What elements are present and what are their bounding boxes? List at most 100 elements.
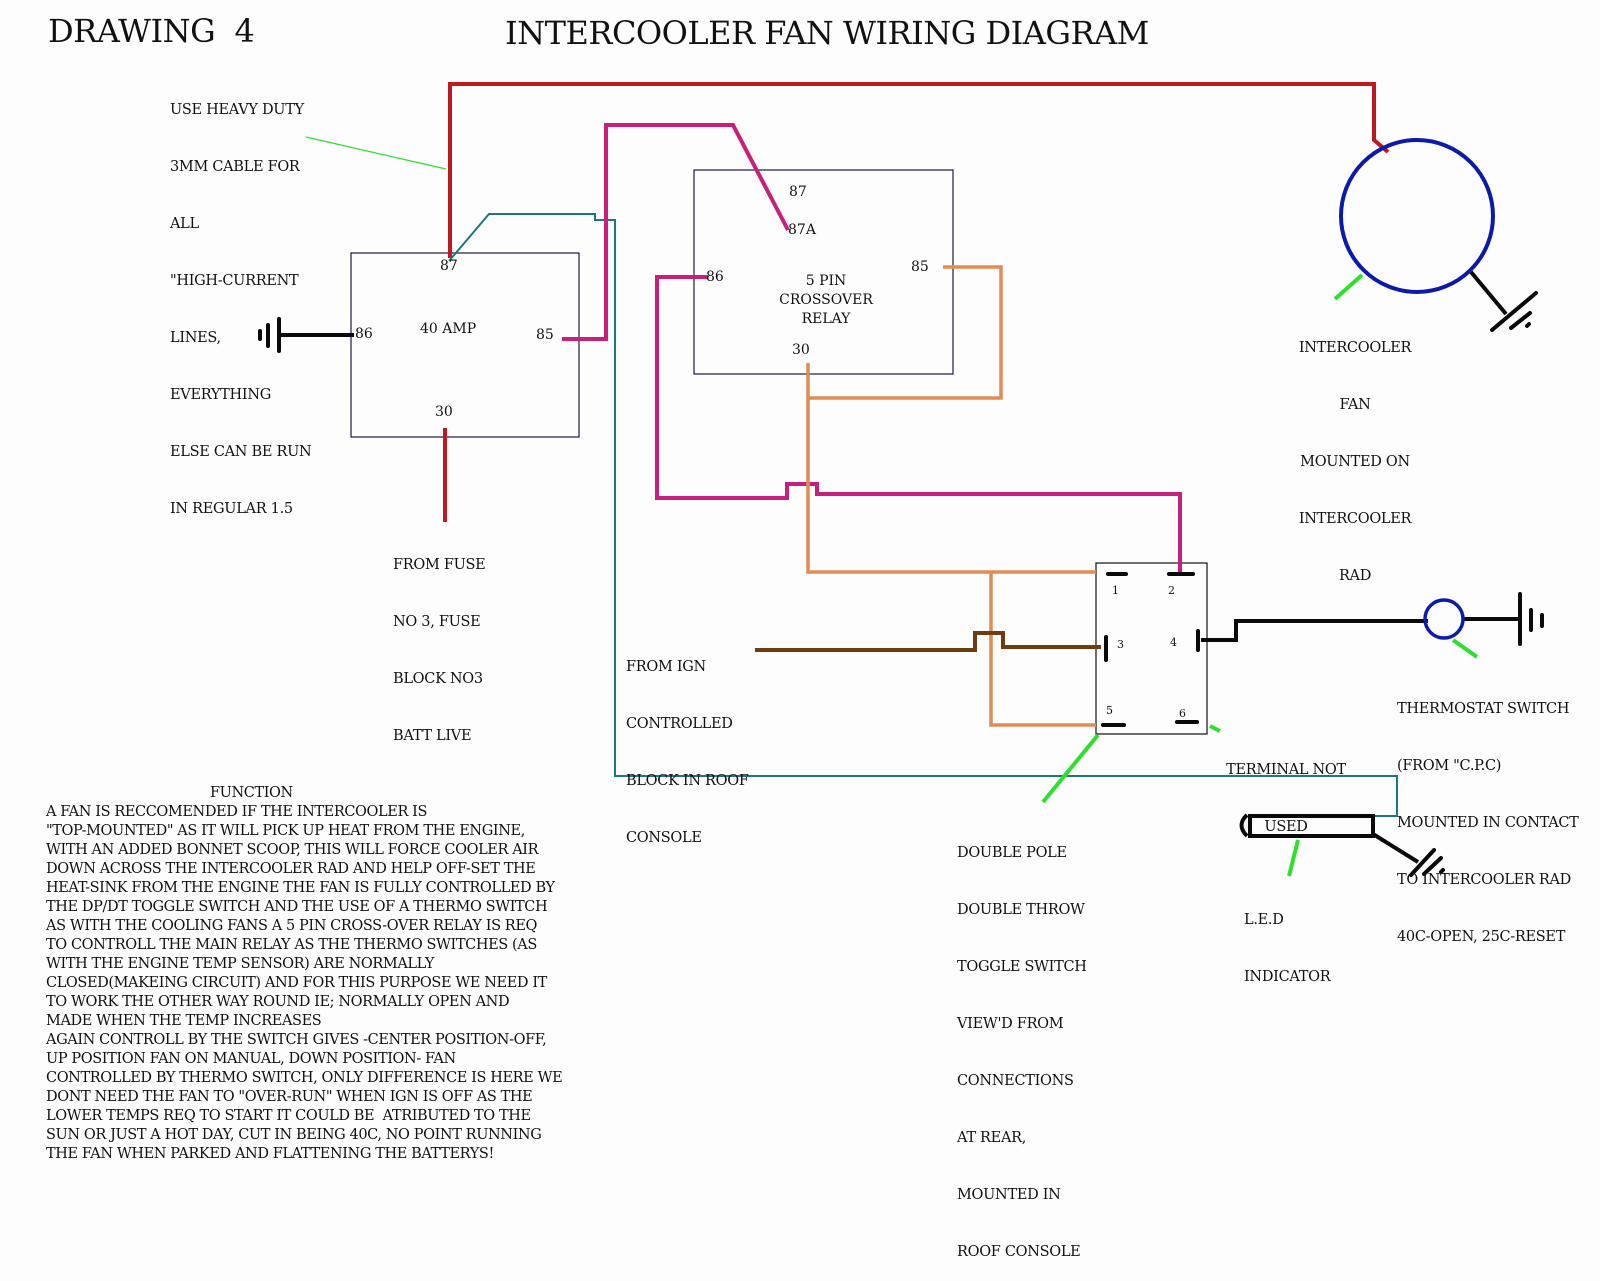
crossover-pin-30: 30 — [792, 342, 810, 358]
function-line: AS WITH THE COOLING FANS A 5 PIN CROSS-O… — [46, 918, 537, 934]
label-line: FROM FUSE — [393, 557, 486, 573]
wire-86-to-switch2 — [655, 275, 1182, 574]
note-line: ALL — [170, 216, 199, 232]
main-relay-name: 40 AMP — [420, 321, 477, 337]
crossover-pin-86: 86 — [706, 269, 724, 285]
label-line: RAD — [1338, 568, 1372, 584]
function-line: TO CONTROLL THE MAIN RELAY AS THE THERMO… — [46, 937, 537, 953]
pointer-unused-terminal — [1209, 724, 1221, 733]
crossover-relay-box — [693, 169, 954, 375]
pointer-fan — [1333, 273, 1364, 301]
function-line: DONT NEED THE FAN TO "OVER-RUN" WHEN IGN… — [46, 1089, 533, 1105]
label-line: CROSSOVER — [779, 292, 873, 308]
page-title: INTERCOOLER FAN WIRING DIAGRAM — [505, 14, 1149, 52]
drawing-number: DRAWING 4 — [48, 12, 255, 50]
note-line: EVERYTHING — [170, 387, 271, 403]
wire-fan-supply — [448, 82, 1390, 258]
function-line: SUN OR JUST A HOT DAY, CUT IN BEING 40C,… — [46, 1127, 542, 1143]
label-line: AT REAR, — [957, 1130, 1027, 1146]
label-line: MOUNTED IN CONTACT — [1397, 815, 1579, 831]
label-line: (FROM "C.P.C) — [1397, 758, 1502, 774]
led-lens-icon — [1239, 813, 1249, 838]
note-line: "HIGH-CURRENT — [170, 273, 299, 289]
switch-terminal-6: 6 — [1179, 707, 1186, 720]
label-line: INTERCOOLER — [1298, 511, 1412, 527]
ground-symbol-thermostat-icon — [1518, 592, 1544, 646]
note-line: 3MM CABLE FOR — [170, 159, 300, 175]
wire-fan-ground — [1469, 270, 1508, 316]
wire-main85-to-87a — [562, 123, 790, 341]
wire-30-to-switch1 — [806, 363, 1096, 574]
function-line: UP POSITION FAN ON MANUAL, DOWN POSITION… — [46, 1051, 456, 1067]
main-relay-box — [350, 252, 580, 438]
label-line: DOUBLE POLE — [957, 845, 1067, 861]
label-line: FROM IGN — [626, 659, 706, 675]
label-line: 5 PIN — [805, 273, 847, 289]
fan-label: INTERCOOLER FAN MOUNTED ON INTERCOOLER R… — [1290, 301, 1420, 605]
function-line: "TOP-MOUNTED" AS IT WILL PICK UP HEAT FR… — [46, 823, 525, 839]
crossover-pin-87: 87 — [789, 184, 807, 200]
fuse-supply-label: FROM FUSE NO 3, FUSE BLOCK NO3 BATT LIVE — [393, 518, 486, 765]
switch-terminal-4: 4 — [1170, 636, 1177, 649]
label-line: MOUNTED ON — [1300, 454, 1410, 470]
label-line: TERMINAL NOT — [1226, 762, 1346, 778]
label-line: NO 3, FUSE — [393, 614, 481, 630]
label-line: ROOF CONSOLE — [957, 1244, 1081, 1260]
label-line: BATT LIVE — [393, 728, 472, 744]
label-line: BLOCK IN ROOF — [626, 773, 749, 789]
toggle-switch-label: DOUBLE POLE DOUBLE THROW TOGGLE SWITCH V… — [957, 806, 1087, 1281]
note-line: IN REGULAR 1.5 — [170, 501, 293, 517]
wire-85-loop — [808, 265, 1003, 400]
function-title: FUNCTION — [210, 785, 293, 801]
function-line: CONTROLLED BY THERMO SWITCH, ONLY DIFFER… — [46, 1070, 563, 1086]
intercooler-fan-icon — [1339, 138, 1495, 294]
ignition-label: FROM IGN CONTROLLED BLOCK IN ROOF CONSOL… — [626, 620, 749, 867]
main-relay-pin-85: 85 — [536, 327, 554, 343]
pointer-cable-note — [305, 136, 447, 170]
main-relay-pin-87: 87 — [440, 258, 458, 274]
led-label: L.E.D INDICATOR — [1244, 873, 1331, 1006]
function-line: WITH AN ADDED BONNET SCOOP, THIS WILL FO… — [46, 842, 539, 858]
main-relay-pin-30: 30 — [435, 404, 453, 420]
pointer-switch — [1041, 733, 1100, 804]
label-line: TO INTERCOOLER RAD — [1397, 872, 1571, 888]
label-line: FAN — [1339, 397, 1371, 413]
wire-led-feed — [448, 213, 1398, 817]
function-line: AGAIN CONTROLL BY THE SWITCH GIVES -CENT… — [46, 1032, 547, 1048]
wire-switch1-to-5 — [989, 572, 1096, 727]
crossover-pin-87a: 87A — [788, 222, 816, 238]
note-line: ELSE CAN BE RUN — [170, 444, 312, 460]
function-line: MADE WHEN THE TEMP INCREASES — [46, 1013, 322, 1029]
label-line: 40C-OPEN, 25C-RESET — [1397, 929, 1566, 945]
switch-terminal-tabs — [1101, 572, 1200, 727]
unused-terminal-label: TERMINAL NOT USED — [1224, 723, 1348, 856]
pointer-led — [1287, 839, 1300, 877]
thermostat-switch-icon — [1423, 598, 1465, 640]
label-line: USED — [1264, 819, 1308, 835]
label-line: VIEW'D FROM — [957, 1016, 1064, 1032]
crossover-pin-85: 85 — [911, 259, 929, 275]
label-line: THERMOSTAT SWITCH — [1397, 701, 1570, 717]
wire-led-ground — [1371, 832, 1420, 864]
note-line: USE HEAVY DUTY — [170, 102, 304, 118]
pointer-thermostat — [1451, 638, 1479, 659]
label-line: L.E.D — [1244, 912, 1284, 928]
function-line: HEAT-SINK FROM THE ENGINE THE FAN IS FUL… — [46, 880, 555, 896]
switch-terminal-2: 2 — [1168, 584, 1175, 597]
note-line: LINES, — [170, 330, 221, 346]
function-line: THE FAN WHEN PARKED AND FLATTENING THE B… — [46, 1146, 494, 1162]
switch-terminal-5: 5 — [1106, 704, 1113, 717]
ground-symbol-fan-icon — [1490, 291, 1538, 332]
led-indicator-icon — [1248, 814, 1375, 838]
ground-symbol-led-icon — [1409, 848, 1445, 877]
function-line: DOWN ACROSS THE INTERCOOLER RAD AND HELP… — [46, 861, 536, 877]
label-line: DOUBLE THROW — [957, 902, 1085, 918]
thermostat-label: THERMOSTAT SWITCH (FROM "C.P.C) MOUNTED … — [1397, 662, 1579, 966]
function-description: FUNCTION A FAN IS RECCOMENDED IF THE INT… — [46, 784, 566, 1164]
label-line: RELAY — [801, 311, 851, 327]
label-line: INDICATOR — [1244, 969, 1331, 985]
label-line: CONTROLLED — [626, 716, 733, 732]
label-line: INTERCOOLER — [1298, 340, 1412, 356]
switch-terminal-3: 3 — [1117, 638, 1124, 651]
label-line: TOGGLE SWITCH — [957, 959, 1087, 975]
